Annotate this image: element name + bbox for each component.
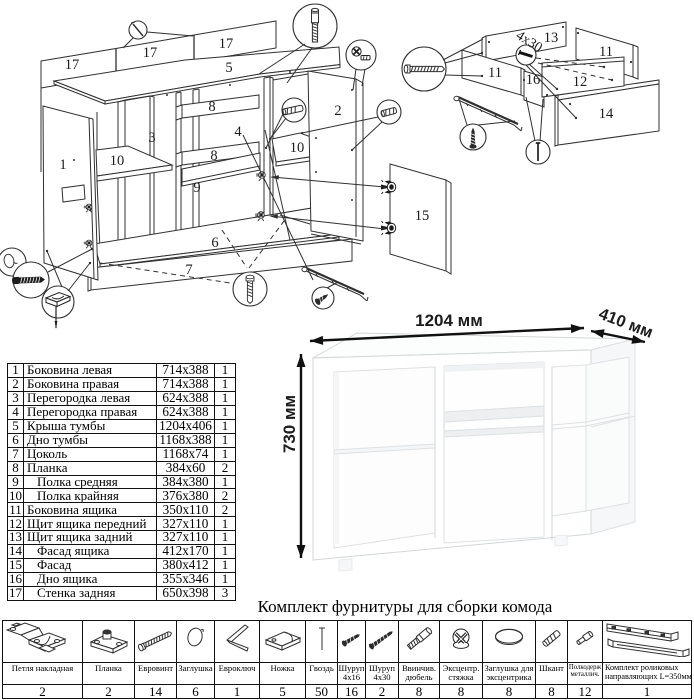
svg-text:8: 8	[208, 99, 215, 115]
svg-text:9: 9	[193, 180, 200, 196]
svg-text:17: 17	[65, 57, 80, 73]
svg-text:17: 17	[143, 45, 158, 61]
svg-text:10: 10	[110, 153, 125, 169]
svg-text:1204 мм: 1204 мм	[415, 311, 483, 330]
svg-text:2: 2	[334, 103, 341, 119]
svg-text:1: 1	[59, 157, 66, 173]
svg-text:12: 12	[573, 74, 588, 90]
svg-text:17: 17	[219, 36, 234, 52]
svg-text:11: 11	[599, 44, 613, 60]
svg-text:4: 4	[234, 124, 242, 140]
svg-text:15: 15	[415, 208, 430, 224]
svg-text:10: 10	[290, 140, 305, 156]
svg-text:11: 11	[488, 65, 502, 81]
svg-text:7: 7	[185, 262, 192, 278]
svg-text:3: 3	[148, 130, 155, 146]
svg-text:16: 16	[526, 72, 541, 88]
svg-text:6: 6	[211, 235, 218, 251]
svg-text:8: 8	[210, 148, 217, 164]
svg-text:730 мм: 730 мм	[280, 395, 299, 453]
svg-text:410 мм: 410 мм	[596, 305, 655, 342]
svg-text:14: 14	[599, 106, 614, 122]
svg-text:5: 5	[225, 60, 232, 76]
svg-text:13: 13	[544, 30, 559, 46]
